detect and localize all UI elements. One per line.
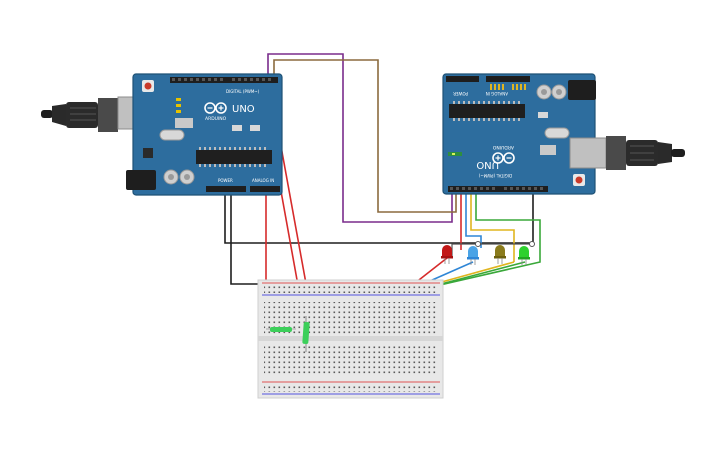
wire-purple[interactable] — [267, 53, 453, 223]
analog-label-left: ANALOG IN — [252, 178, 274, 183]
led-blue[interactable] — [467, 246, 479, 265]
wire-black-rail[interactable] — [230, 192, 260, 285]
wire-blue-led[interactable] — [465, 190, 482, 248]
wire-yellow-led[interactable] — [470, 190, 515, 262]
power-header-left — [206, 186, 246, 192]
power-jack-left — [126, 170, 156, 190]
vertical-component[interactable] — [302, 316, 310, 352]
led-olive[interactable] — [494, 245, 506, 264]
arduino-uno-left[interactable]: DIGITAL (PWM~) UNO ARDUINO — [41, 73, 283, 196]
led-green[interactable] — [518, 246, 530, 265]
model-label-left: UNO — [232, 104, 255, 115]
holes-rail-bottom — [264, 385, 438, 392]
holes-rail-top — [264, 286, 438, 293]
power-label-left: POWER — [218, 178, 233, 183]
top-pins-right — [490, 84, 526, 90]
green-component[interactable] — [266, 327, 296, 332]
holes-bottom-block — [264, 344, 438, 376]
microcontroller-right — [449, 104, 525, 118]
usb-cable-left — [41, 98, 118, 132]
microcontroller-left — [196, 150, 272, 164]
digital-header-right — [448, 186, 548, 192]
digital-header-left — [170, 77, 278, 83]
digital-header-label-left: DIGITAL (PWM~) — [226, 89, 260, 94]
power-header-right — [486, 76, 530, 82]
power-jack-right — [568, 80, 596, 100]
arduino-uno-right[interactable]: ANALOG IN POWER UNO ARDUINO — [442, 73, 685, 195]
wire-green-led[interactable] — [426, 190, 541, 289]
model-label-right: UNO — [476, 159, 499, 170]
arduino-logo-left — [204, 102, 227, 114]
brand-label-left: ARDUINO — [205, 116, 227, 122]
usb-cable-right — [606, 136, 685, 170]
led-red[interactable] — [441, 245, 453, 264]
leds — [441, 241, 535, 265]
wire-brown[interactable] — [273, 59, 457, 213]
breadboard-channel — [258, 336, 443, 341]
analog-label-right: ANALOG IN — [486, 91, 508, 96]
digital-pins-left — [172, 78, 271, 81]
digital-header-label-right: DIGITAL (PWM~) — [478, 173, 512, 178]
analog-header-left — [250, 186, 280, 192]
wire-black-ground[interactable] — [224, 192, 534, 244]
brand-label-right: ARDUINO — [492, 144, 514, 150]
breadboard[interactable] — [257, 279, 444, 399]
analog-header-right — [446, 76, 479, 82]
arduino-logo-right — [492, 152, 515, 164]
power-label-right: POWER — [453, 91, 468, 96]
